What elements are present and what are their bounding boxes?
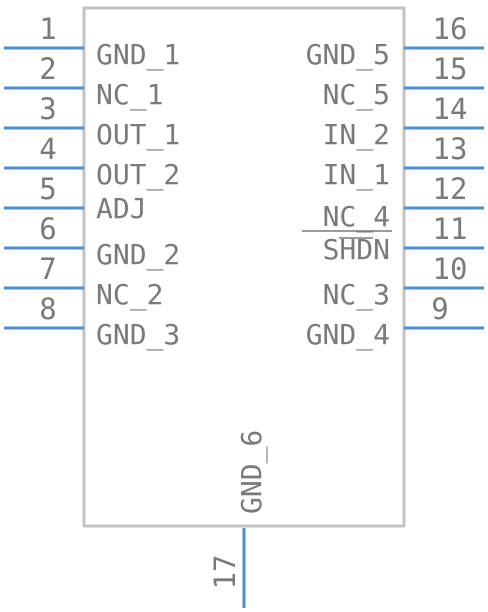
pin-10-name: NC_3 bbox=[323, 278, 390, 312]
pin-3-name: OUT_1 bbox=[96, 118, 180, 152]
right-pin-group: 16 GND_5 15 NC_5 14 IN_2 13 IN_1 12 NC_4… bbox=[302, 12, 484, 352]
pin-11-number: 11 bbox=[433, 212, 468, 246]
bottom-pin-group: 17 GND_6 bbox=[208, 430, 269, 608]
pin-6-number: 6 bbox=[39, 212, 56, 246]
pin-12-number: 12 bbox=[433, 172, 468, 206]
pin-15-number: 15 bbox=[433, 52, 468, 86]
pin-7-number: 7 bbox=[39, 252, 56, 286]
pin-1-number: 1 bbox=[39, 12, 56, 46]
pin-7-name: NC_2 bbox=[96, 278, 163, 312]
pin-13-number: 13 bbox=[433, 132, 468, 166]
pin-6-name: GND_2 bbox=[96, 238, 180, 272]
pin-1-name: GND_1 bbox=[96, 38, 180, 72]
pin-8-number: 8 bbox=[39, 292, 56, 326]
pin-10-number: 10 bbox=[433, 252, 468, 286]
pin-4-number: 4 bbox=[39, 132, 56, 166]
component-body bbox=[82, 6, 406, 528]
pin-2-number: 2 bbox=[39, 52, 56, 86]
pin-8-name: GND_3 bbox=[96, 318, 180, 352]
pin-5-name: ADJ bbox=[96, 192, 147, 225]
pin-17-number: 17 bbox=[208, 555, 242, 590]
pin-16-number: 16 bbox=[433, 12, 468, 46]
pin-14-name: IN_2 bbox=[323, 118, 390, 152]
pin-14-number: 14 bbox=[433, 92, 468, 126]
pin-13-name: IN_1 bbox=[323, 158, 390, 192]
pin-16-name: GND_5 bbox=[306, 38, 390, 72]
pin-9-number: 9 bbox=[431, 292, 448, 326]
pin-5-number: 5 bbox=[39, 172, 56, 206]
pin-2-name: NC_1 bbox=[96, 78, 163, 112]
left-pin-group: 1 GND_1 2 NC_1 3 OUT_1 4 OUT_2 5 ADJ 6 G… bbox=[4, 12, 180, 352]
pin-9-name: GND_4 bbox=[306, 318, 390, 352]
pin-3-number: 3 bbox=[39, 92, 56, 126]
pin-12-name: NC_4 bbox=[323, 200, 390, 234]
pin-15-name: NC_5 bbox=[323, 78, 390, 112]
pin-17-name: GND_6 bbox=[235, 430, 269, 514]
pin-4-name: OUT_2 bbox=[96, 158, 180, 192]
